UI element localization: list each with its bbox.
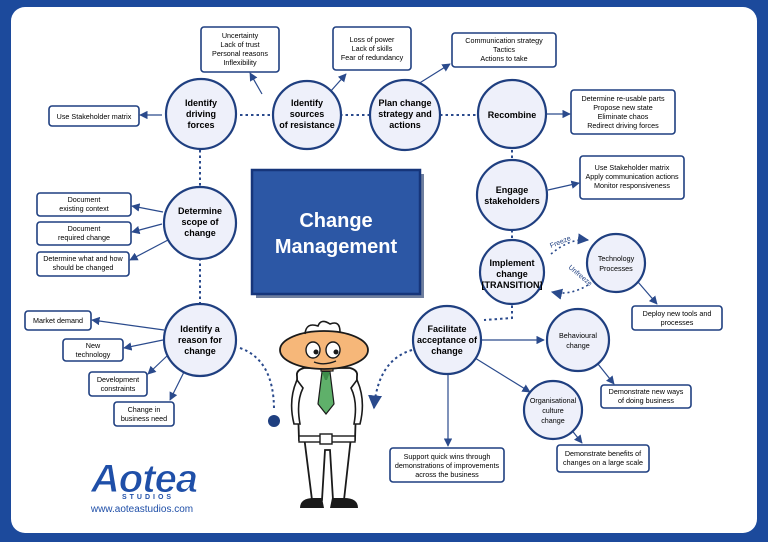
logo-wordmark: Aotea: [90, 457, 198, 501]
svg-text:Market demand: Market demand: [33, 316, 83, 325]
logo-subtitle: STUDIOS: [122, 494, 174, 501]
svg-text:Recombine: Recombine: [488, 110, 537, 120]
logo-url: www.aoteastudios.com: [90, 504, 193, 515]
node-recombine: Recombine: [476, 78, 548, 150]
title-line-2: Management: [275, 236, 398, 258]
box-stakeholder-matrix: Use Stakeholder matrix: [48, 105, 140, 127]
svg-text:Use Stakeholder matrix: Use Stakeholder matrix: [57, 112, 132, 121]
aotea-studios-logo: Aotea STUDIOS www.aoteastudios.com: [89, 457, 199, 516]
central-title-box: Change Management: [250, 168, 424, 298]
title-line-1: Change: [299, 210, 372, 232]
connector-end-dot: [268, 415, 280, 427]
cartoon-person-illustration: [279, 320, 369, 508]
dotted-connectors: [199, 114, 590, 411]
box-market-demand: Market demand: [24, 310, 92, 331]
